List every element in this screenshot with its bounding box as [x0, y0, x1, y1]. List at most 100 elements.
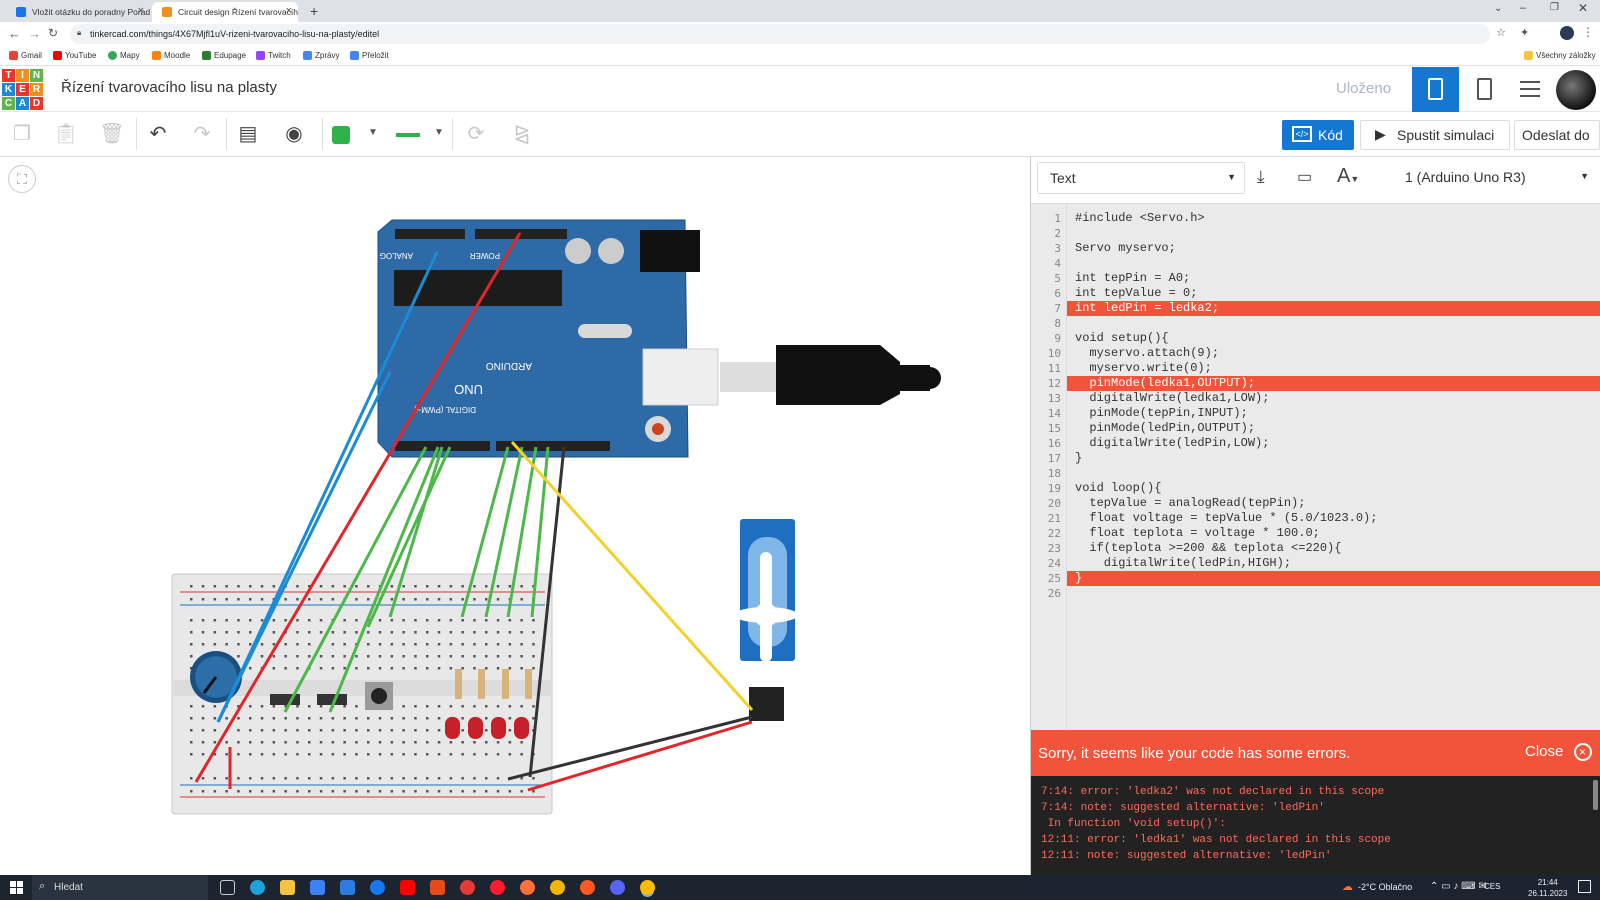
- profile-avatar[interactable]: [1560, 26, 1574, 40]
- new-tab-icon[interactable]: +: [310, 3, 319, 19]
- youtube-icon[interactable]: [400, 880, 415, 895]
- taskbar-search[interactable]: ⌕ Hledat: [32, 875, 208, 900]
- restore-icon[interactable]: ❐: [1550, 2, 1559, 13]
- schematic-view-button[interactable]: [1462, 67, 1507, 112]
- wires[interactable]: [194, 232, 754, 792]
- redo-icon[interactable]: ↷: [193, 123, 211, 145]
- arduino-uno-board[interactable]: UNO ARDUINO DIGITAL (PWM~) ANALOG IN POW…: [369, 219, 719, 458]
- back-icon[interactable]: ←: [8, 26, 21, 41]
- bookmark-edupage[interactable]: Edupage: [202, 51, 246, 60]
- bookmark-gmail[interactable]: Gmail: [9, 51, 42, 60]
- weather-text[interactable]: -2°C Oblačno: [1358, 882, 1413, 892]
- rotate-icon[interactable]: ⟳: [467, 123, 485, 145]
- device-select[interactable]: 1 (Arduino Uno R3) ▼: [1405, 169, 1589, 185]
- code-line[interactable]: pinMode(ledPin,OUTPUT);: [1075, 421, 1256, 435]
- color-picker[interactable]: ▼: [332, 125, 380, 145]
- code-line[interactable]: [1067, 226, 1600, 241]
- tab-search-icon[interactable]: ⌄: [1494, 3, 1503, 14]
- code-line[interactable]: digitalWrite(ledka1,LOW);: [1075, 391, 1270, 405]
- task-view-icon[interactable]: [220, 880, 235, 895]
- code-editor[interactable]: #include <Servo.h>Servo myservo;int tepP…: [1067, 204, 1600, 730]
- code-line[interactable]: [1067, 466, 1600, 481]
- code-line-error[interactable]: }: [1067, 571, 1600, 586]
- edge-icon[interactable]: [250, 880, 265, 895]
- opera-icon[interactable]: [490, 880, 505, 895]
- minimize-icon[interactable]: –: [1520, 2, 1527, 14]
- font-size-icon[interactable]: A▼: [1337, 165, 1360, 187]
- menu-icon[interactable]: ⋮: [1582, 25, 1594, 39]
- start-simulation-button[interactable]: ▶ Spustit simulaci: [1360, 120, 1510, 150]
- close-error-button[interactable]: Close ×: [1525, 743, 1592, 761]
- browser-tab[interactable]: Vložit otázku do poradny Poradí ×: [6, 2, 150, 22]
- code-line[interactable]: myservo.write(0);: [1075, 361, 1212, 375]
- copy-icon[interactable]: ❐: [13, 123, 31, 145]
- mail-icon[interactable]: [340, 880, 355, 895]
- windows-start-icon[interactable]: [10, 881, 23, 894]
- close-tab-icon[interactable]: ×: [285, 5, 292, 17]
- potentiometer[interactable]: [190, 651, 242, 703]
- bookmark-news[interactable]: Zprávy: [303, 51, 339, 60]
- bookmark-twitch[interactable]: Twitch: [256, 51, 291, 60]
- export-button[interactable]: Odeslat do: [1514, 120, 1600, 150]
- circuit-view-button[interactable]: [1412, 67, 1459, 112]
- fit-view-icon[interactable]: ⛶: [8, 165, 36, 193]
- tray-icons[interactable]: ⌃ ▭ ♪ ⌨ ✉: [1430, 881, 1487, 892]
- app-icon[interactable]: [460, 880, 475, 895]
- download-icon[interactable]: ⤓: [1257, 167, 1265, 186]
- reload-icon[interactable]: ↻: [48, 26, 59, 40]
- code-line[interactable]: float teplota = voltage * 100.0;: [1075, 526, 1320, 540]
- code-line[interactable]: [1067, 256, 1600, 271]
- star-icon[interactable]: ☆: [1496, 27, 1506, 39]
- project-title[interactable]: Řízení tvarovacího lisu na plasty: [61, 79, 277, 96]
- code-line[interactable]: float voltage = tepValue * (5.0/1023.0);: [1075, 511, 1378, 525]
- chrome-icon[interactable]: [640, 880, 655, 895]
- library-icon[interactable]: ▭: [1297, 169, 1313, 186]
- firefox-icon[interactable]: [520, 880, 535, 895]
- office-icon[interactable]: [430, 880, 445, 895]
- code-line-error[interactable]: pinMode(ledka1,OUTPUT);: [1067, 376, 1600, 391]
- wire-type-picker[interactable]: ▼: [394, 125, 446, 145]
- bookmark-maps[interactable]: Mapy: [108, 51, 140, 60]
- app-icon[interactable]: [550, 880, 565, 895]
- facebook-icon[interactable]: [370, 880, 385, 895]
- app-icon[interactable]: [580, 880, 595, 895]
- code-line[interactable]: pinMode(tepPin,INPUT);: [1075, 406, 1248, 420]
- code-line[interactable]: }: [1075, 451, 1083, 465]
- serial-error-log[interactable]: 7:14: error: 'ledka2' was not declared i…: [1031, 776, 1600, 875]
- pushbutton[interactable]: [365, 682, 393, 710]
- component-list-button[interactable]: [1508, 67, 1553, 112]
- extensions-icon[interactable]: ✦: [1520, 27, 1530, 39]
- code-line[interactable]: if(teplota >=200 && teplota <=220){: [1075, 541, 1342, 555]
- close-window-icon[interactable]: ✕: [1578, 1, 1589, 15]
- notes-icon[interactable]: ▤: [238, 123, 258, 145]
- code-button[interactable]: </> Kód: [1282, 120, 1354, 150]
- scrollbar[interactable]: [1593, 780, 1598, 810]
- paste-icon[interactable]: 📋︎: [53, 123, 79, 145]
- flip-icon[interactable]: ⧎: [513, 123, 531, 145]
- forward-icon[interactable]: →: [28, 26, 41, 41]
- all-bookmarks[interactable]: Všechny záložky: [1524, 51, 1596, 60]
- servo-motor[interactable]: [734, 519, 798, 721]
- resistors[interactable]: [455, 669, 532, 699]
- red-leds[interactable]: [445, 717, 529, 739]
- code-mode-select[interactable]: Text ▼: [1037, 162, 1245, 194]
- code-line[interactable]: void setup(){: [1075, 331, 1169, 345]
- annotation-visibility-icon[interactable]: ◉: [285, 123, 303, 145]
- code-line[interactable]: tepValue = analogRead(tepPin);: [1075, 496, 1306, 510]
- slide-switch[interactable]: [270, 694, 300, 705]
- code-line[interactable]: int tepValue = 0;: [1075, 286, 1198, 300]
- code-line[interactable]: [1067, 316, 1600, 331]
- code-line[interactable]: Servo myservo;: [1075, 241, 1176, 255]
- language-indicator[interactable]: CES: [1484, 882, 1501, 891]
- code-line[interactable]: int tepPin = A0;: [1075, 271, 1191, 285]
- slide-switch[interactable]: [317, 694, 347, 705]
- circuit-canvas[interactable]: ⛶: [0, 157, 1030, 875]
- notifications-icon[interactable]: [1578, 880, 1591, 893]
- tinkercad-logo[interactable]: T I N K E R C A D: [2, 69, 43, 110]
- code-line[interactable]: myservo.attach(9);: [1075, 346, 1220, 360]
- bookmark-moodle[interactable]: Moodle: [152, 51, 190, 60]
- clock[interactable]: 21:44 26.11.2023: [1528, 878, 1568, 898]
- code-line[interactable]: [1067, 586, 1600, 601]
- code-line[interactable]: void loop(){: [1075, 481, 1162, 495]
- code-line-error[interactable]: int ledPin = ledka2;: [1067, 301, 1600, 316]
